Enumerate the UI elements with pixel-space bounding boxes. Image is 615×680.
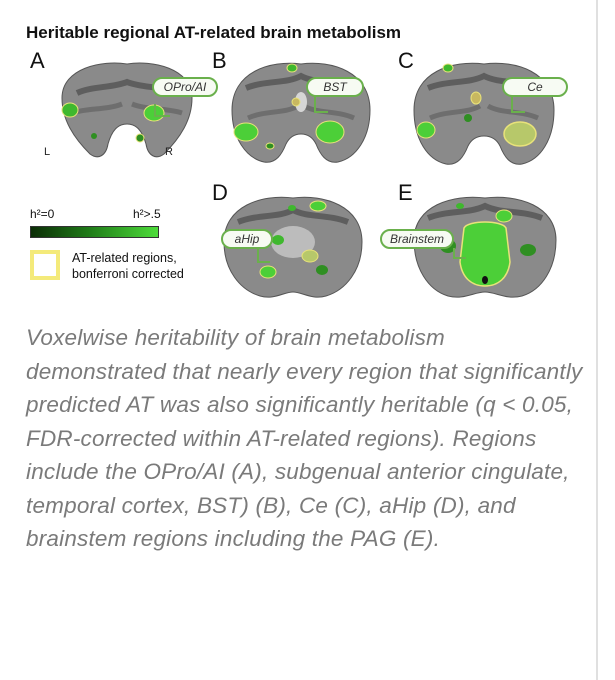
legend-swatch-text: AT-related regions, bonferroni corrected: [72, 250, 184, 282]
label-left: L: [44, 146, 51, 158]
figure-caption: Voxelwise heritability of brain metaboli…: [26, 321, 586, 556]
legend-swatch-line-1: AT-related regions,: [72, 251, 177, 265]
callout-ce: Ce: [502, 77, 568, 97]
panel-letter-b: B: [212, 48, 227, 73]
panel-letter-a: A: [30, 48, 45, 73]
brain-slice-d: [223, 196, 363, 298]
legend-max-label: h²>.5: [133, 207, 161, 221]
panel-letter-c: C: [398, 48, 414, 73]
heritability-colorbar: [30, 226, 159, 238]
callout-ahip: aHip: [221, 229, 273, 249]
legend-swatch-line-2: bonferroni corrected: [72, 267, 184, 281]
callout-brainstem: Brainstem: [380, 229, 454, 249]
callout-bst: BST: [306, 77, 364, 97]
brain-slice-e: [413, 196, 557, 298]
figure-card: Heritable regional AT-related brain meta…: [26, 0, 598, 680]
legend-min-label: h²=0: [30, 207, 55, 221]
panel-letter-d: D: [212, 180, 228, 205]
at-region-outline-swatch: [30, 250, 60, 280]
figure-title: Heritable regional AT-related brain meta…: [26, 23, 402, 42]
caption-text: Voxelwise heritability of brain metaboli…: [26, 325, 583, 551]
label-right: R: [165, 146, 173, 158]
callout-opro-ai: OPro/AI: [152, 77, 218, 97]
panel-letter-e: E: [398, 180, 413, 205]
callout-leaders: [154, 95, 525, 263]
